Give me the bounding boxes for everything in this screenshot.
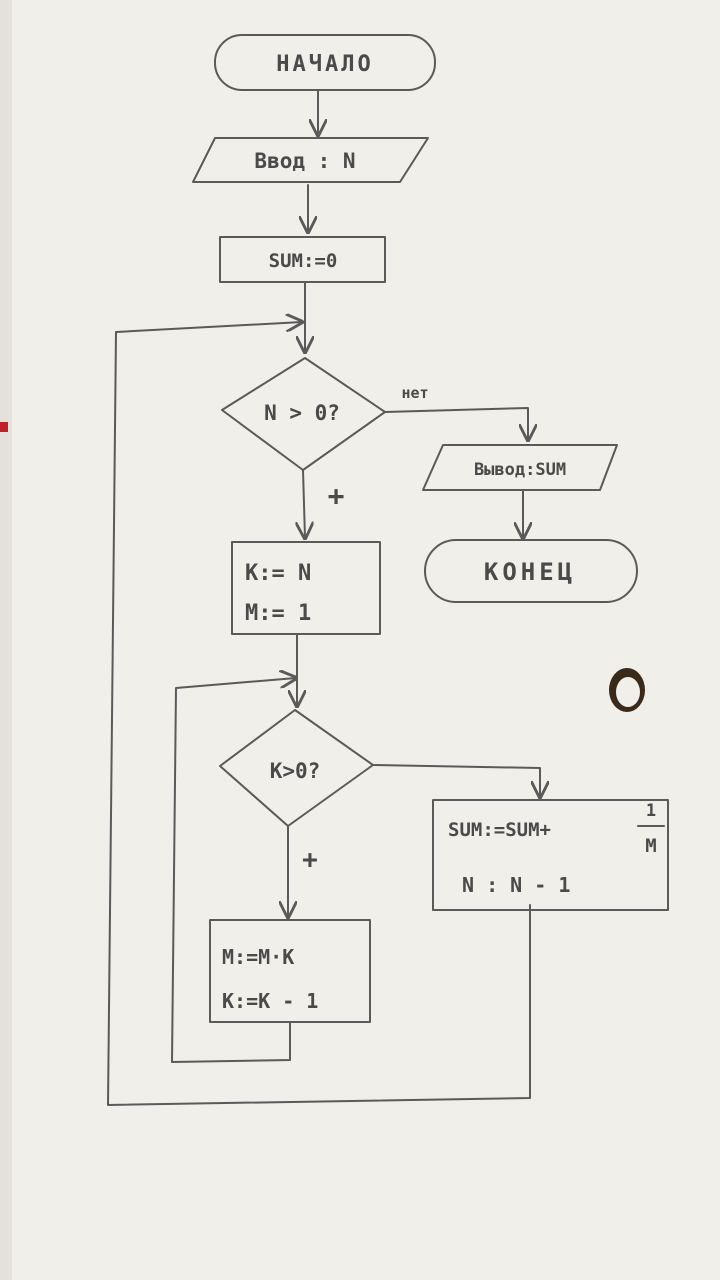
arrow-cond1-yes bbox=[303, 469, 305, 538]
sum-update-label: SUM:=SUM+ bbox=[448, 819, 551, 841]
k-decrement-label: K:=K - 1 bbox=[222, 989, 318, 1013]
init-process-box bbox=[219, 236, 386, 283]
burn-spot bbox=[609, 668, 645, 712]
output-parallelogram bbox=[422, 444, 618, 491]
paper-background bbox=[8, 0, 720, 1280]
end-label: КОНЕЦ bbox=[484, 558, 576, 586]
start-label: НАЧАЛО bbox=[276, 52, 373, 77]
assign-k-label: K:= N bbox=[245, 561, 311, 586]
end-terminator bbox=[424, 539, 638, 603]
output-label: Вывод:SUM bbox=[474, 460, 566, 480]
cond2-label: K>0? bbox=[270, 759, 321, 783]
paper-left-edge bbox=[0, 0, 12, 1280]
n-decrement-label: N : N - 1 bbox=[462, 873, 570, 897]
assign-km-box bbox=[231, 541, 381, 635]
sum-update-box bbox=[432, 799, 669, 911]
input-parallelogram bbox=[192, 137, 429, 183]
input-label: Ввод : N bbox=[254, 149, 355, 173]
cond2-yes-label: + bbox=[302, 845, 318, 875]
m-update-label: M:=M·K bbox=[222, 945, 294, 969]
start-terminator bbox=[214, 34, 436, 91]
cond1-no-label: нет bbox=[401, 384, 428, 402]
assign-m-label: M:= 1 bbox=[245, 601, 311, 626]
red-margin-mark bbox=[0, 422, 8, 432]
outer-loop-return-line bbox=[107, 322, 531, 1106]
arrow-cond1-no bbox=[384, 407, 528, 440]
cond1-label: N > 0? bbox=[264, 401, 340, 425]
cond1-yes-label: + bbox=[328, 479, 345, 512]
init-label: SUM:=0 bbox=[269, 250, 338, 272]
fraction-numerator: 1 bbox=[646, 801, 656, 821]
inner-loop-return-line bbox=[171, 678, 296, 1063]
update-mk-box bbox=[209, 919, 371, 1023]
arrow-cond2-no bbox=[372, 764, 540, 797]
fraction-denominator: M bbox=[645, 835, 656, 857]
